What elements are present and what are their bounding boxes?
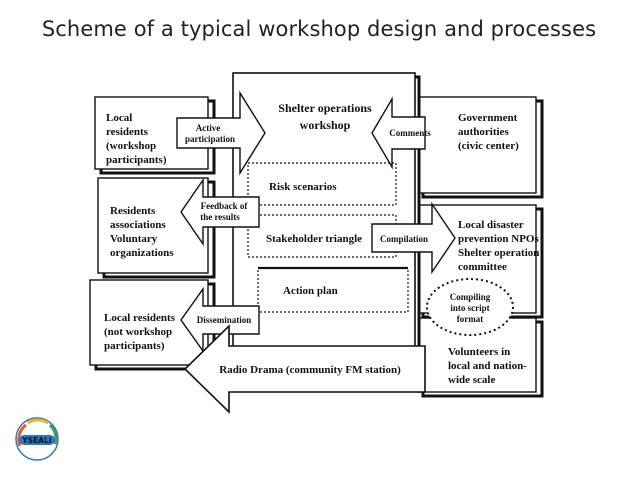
- risk-label: Risk scenarios: [269, 181, 337, 193]
- active-label: Active: [196, 123, 221, 133]
- compilation-label: Compilation: [380, 234, 428, 244]
- stakeholder-label: Stakeholder triangle: [266, 233, 362, 245]
- workshop-title-2: workshop: [300, 118, 351, 132]
- residents-assoc-line: organizations: [110, 247, 174, 259]
- active-label: participation: [185, 134, 235, 144]
- arrow-radio-drama: [183, 324, 426, 414]
- volunteers-line: Volunteers in: [448, 346, 510, 358]
- arrow-compilation: [371, 201, 456, 275]
- volunteers-line: local and nation-: [448, 360, 527, 372]
- local-residents-line: participants): [106, 154, 167, 166]
- arrow-feedback: [180, 177, 260, 247]
- workshop-title-1: Shelter operations: [278, 101, 372, 115]
- radio-drama-label: Radio Drama (community FM station): [219, 364, 401, 376]
- yseali-logo-icon: YSEALI: [15, 417, 59, 461]
- government-line: (civic center): [458, 140, 519, 152]
- local-non-line: Local residents: [104, 312, 176, 324]
- slide-title: Scheme of a typical workshop design and …: [41, 17, 597, 41]
- disaster-npo-line: prevention NPOs: [458, 233, 539, 245]
- comments-label: Comments: [389, 128, 431, 138]
- ellipse-compiling: [426, 278, 514, 336]
- government-line: Government: [458, 112, 518, 124]
- action-label: Action plan: [283, 285, 338, 297]
- feedback-label: Feedback of: [201, 201, 249, 211]
- feedback-label: the results: [200, 212, 240, 222]
- disaster-npo-line: Local disaster: [458, 219, 524, 231]
- local-non-line: participants): [104, 340, 165, 352]
- local-residents-line: (workshop: [106, 140, 156, 152]
- government-line: authorities: [458, 126, 509, 138]
- disaster-npo-line: Shelter operation: [458, 247, 539, 259]
- disaster-npo-line: committee: [458, 261, 507, 273]
- residents-assoc-line: associations: [110, 219, 166, 231]
- ellipse-line: into script: [450, 303, 489, 313]
- logo-text: YSEALI: [21, 436, 52, 445]
- local-residents-line: Local: [106, 112, 132, 124]
- ellipse-line: format: [457, 314, 484, 324]
- risk-box: [247, 162, 397, 206]
- local-residents-line: residents: [106, 126, 149, 138]
- residents-assoc-line: Voluntary: [110, 233, 158, 245]
- ellipse-line: Compiling: [450, 292, 491, 302]
- local-non-line: (not workshop: [104, 326, 172, 338]
- volunteers-line: wide scale: [448, 374, 495, 386]
- residents-assoc-line: Residents: [110, 205, 156, 217]
- action-box: [257, 267, 409, 313]
- arrow-comments: [371, 96, 426, 170]
- dissemination-label: Dissemination: [197, 315, 252, 325]
- arrow-dissemination: [180, 286, 260, 354]
- arrow-active-participation: [176, 90, 266, 176]
